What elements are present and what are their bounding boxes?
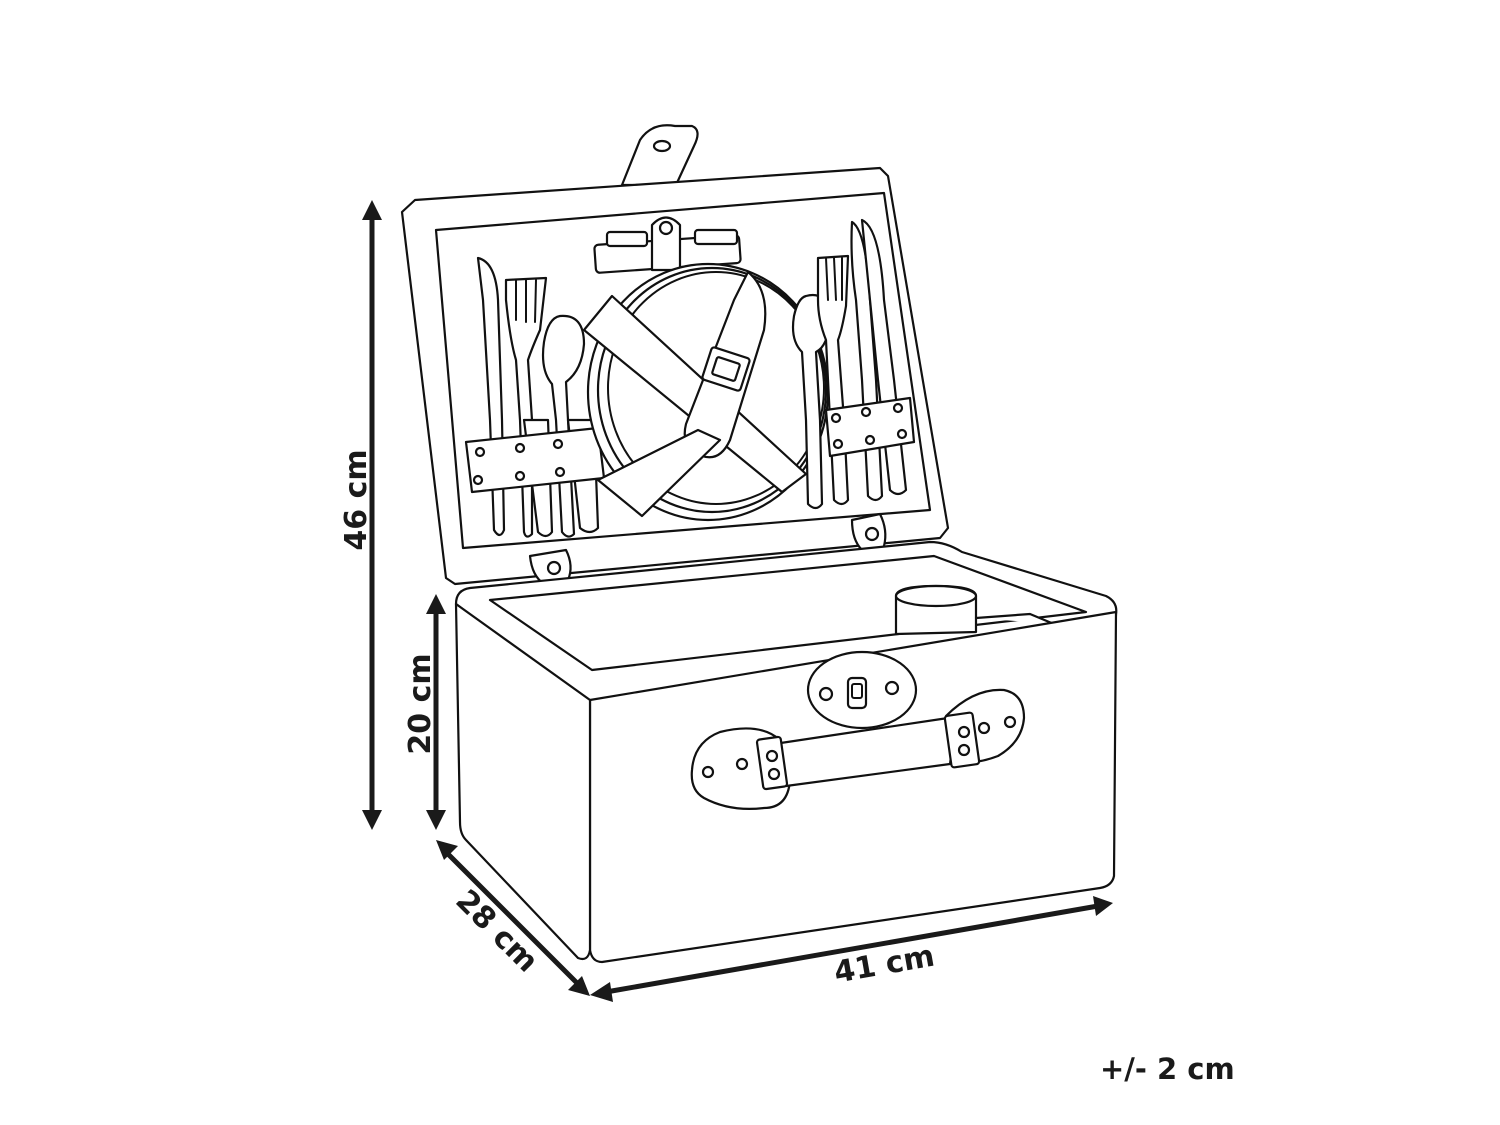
lock-icon[interactable] <box>846 676 868 710</box>
bottle-opener-icon <box>693 228 739 246</box>
width-dimension-line <box>605 903 1099 995</box>
body-opening <box>488 554 1088 672</box>
corkscrew-icon <box>605 230 649 248</box>
plate-strap-lower <box>596 428 722 518</box>
arrow-icon <box>590 982 613 1002</box>
plate-strap-diagonal <box>582 294 808 494</box>
width-label: 41 cm <box>831 939 937 991</box>
fork-left-icon <box>504 276 548 538</box>
arrow-icon <box>568 976 590 996</box>
arrow-up-icon <box>426 594 446 614</box>
spoon-left-icon <box>541 314 586 538</box>
tab-hole <box>652 139 672 153</box>
arrow-icon <box>436 840 458 860</box>
lid-closure-tab <box>620 124 699 187</box>
arrow-icon <box>1093 896 1113 916</box>
right-cutlery-strap <box>824 396 916 458</box>
cup-edge <box>974 612 1056 626</box>
arrow-down-icon <box>426 810 446 830</box>
basket-lid <box>400 124 950 588</box>
basket-body <box>454 540 1118 964</box>
depth-dimension-line <box>444 850 580 986</box>
total-height-label: 46 cm <box>339 449 374 550</box>
arrow-down-icon <box>362 810 382 830</box>
handle-buckle-right <box>943 711 981 769</box>
opener-strap <box>650 216 682 272</box>
rivet <box>658 220 674 236</box>
body-side-face <box>454 602 592 961</box>
tolerance-note: +/- 2 cm <box>1100 1052 1235 1086</box>
arrow-up-icon <box>362 200 382 220</box>
body-height-label: 20 cm <box>403 653 438 754</box>
